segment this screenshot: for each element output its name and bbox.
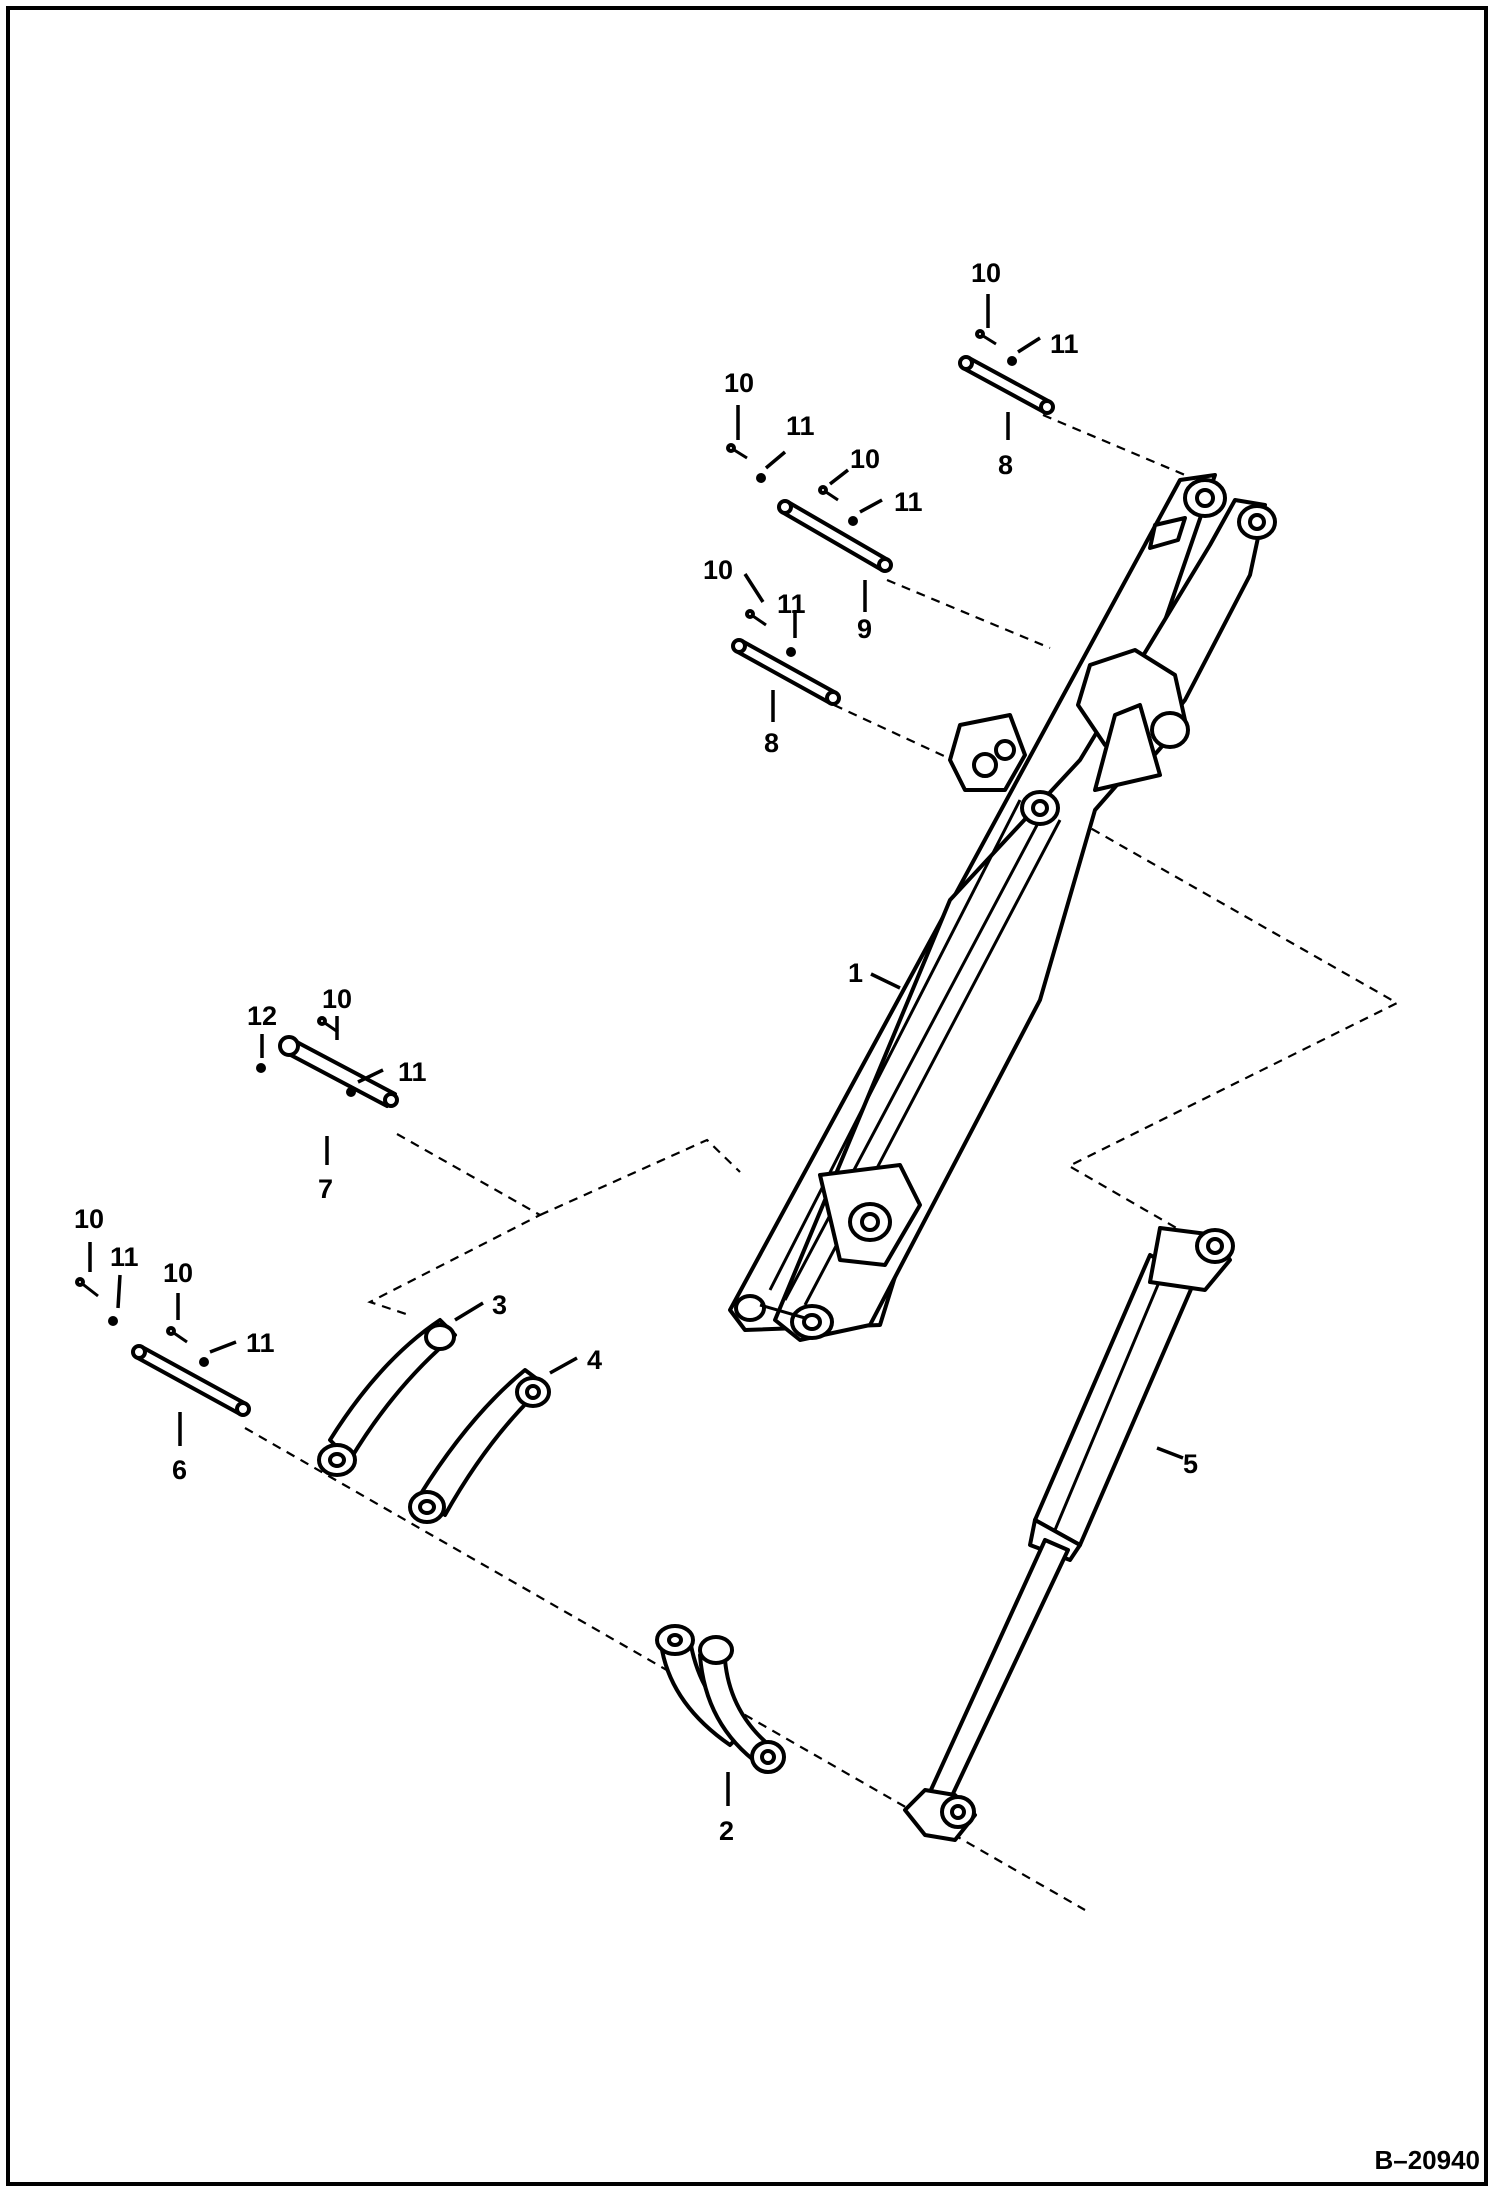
callout-10: 10 [74,1204,104,1234]
callout-10: 10 [703,555,733,585]
pin-8-top [958,355,1055,415]
callouts: 10 11 8 10 11 10 11 9 10 11 8 1 12 10 11… [74,258,1198,1846]
leader-lines [88,294,1184,1806]
callout-10: 10 [850,444,880,474]
callout-3: 3 [492,1290,507,1320]
pin-6 [131,1344,251,1417]
arm-boom [728,473,1277,1342]
callout-2: 2 [719,1816,734,1846]
link-3 [317,1318,457,1477]
callout-8: 8 [998,450,1013,480]
figure-id: B–20940 [1374,2145,1480,2175]
callout-11: 11 [1050,329,1079,359]
callout-1: 1 [848,958,863,988]
callout-11: 11 [110,1242,139,1272]
callout-8: 8 [764,728,779,758]
callout-11: 11 [398,1057,427,1087]
callout-4: 4 [587,1345,602,1375]
callout-11: 11 [246,1328,275,1358]
link-4 [408,1368,551,1524]
callout-11: 11 [894,487,923,517]
hardware-small [75,329,1017,1367]
drawing-frame [6,6,1488,2186]
callout-12: 12 [247,1001,277,1031]
pin-8-mid [731,638,841,706]
callout-11: 11 [777,589,806,619]
pin-9 [777,499,893,573]
callout-10: 10 [724,368,754,398]
callout-9: 9 [857,614,872,644]
bucket-link [655,1624,786,1774]
callout-11: 11 [786,411,815,441]
callout-10: 10 [322,984,352,1014]
callout-10: 10 [163,1258,193,1288]
callout-10: 10 [971,258,1001,288]
hydraulic-cylinder [903,1226,1235,1842]
callout-6: 6 [172,1455,187,1485]
callout-5: 5 [1183,1449,1198,1479]
callout-7: 7 [318,1174,333,1204]
